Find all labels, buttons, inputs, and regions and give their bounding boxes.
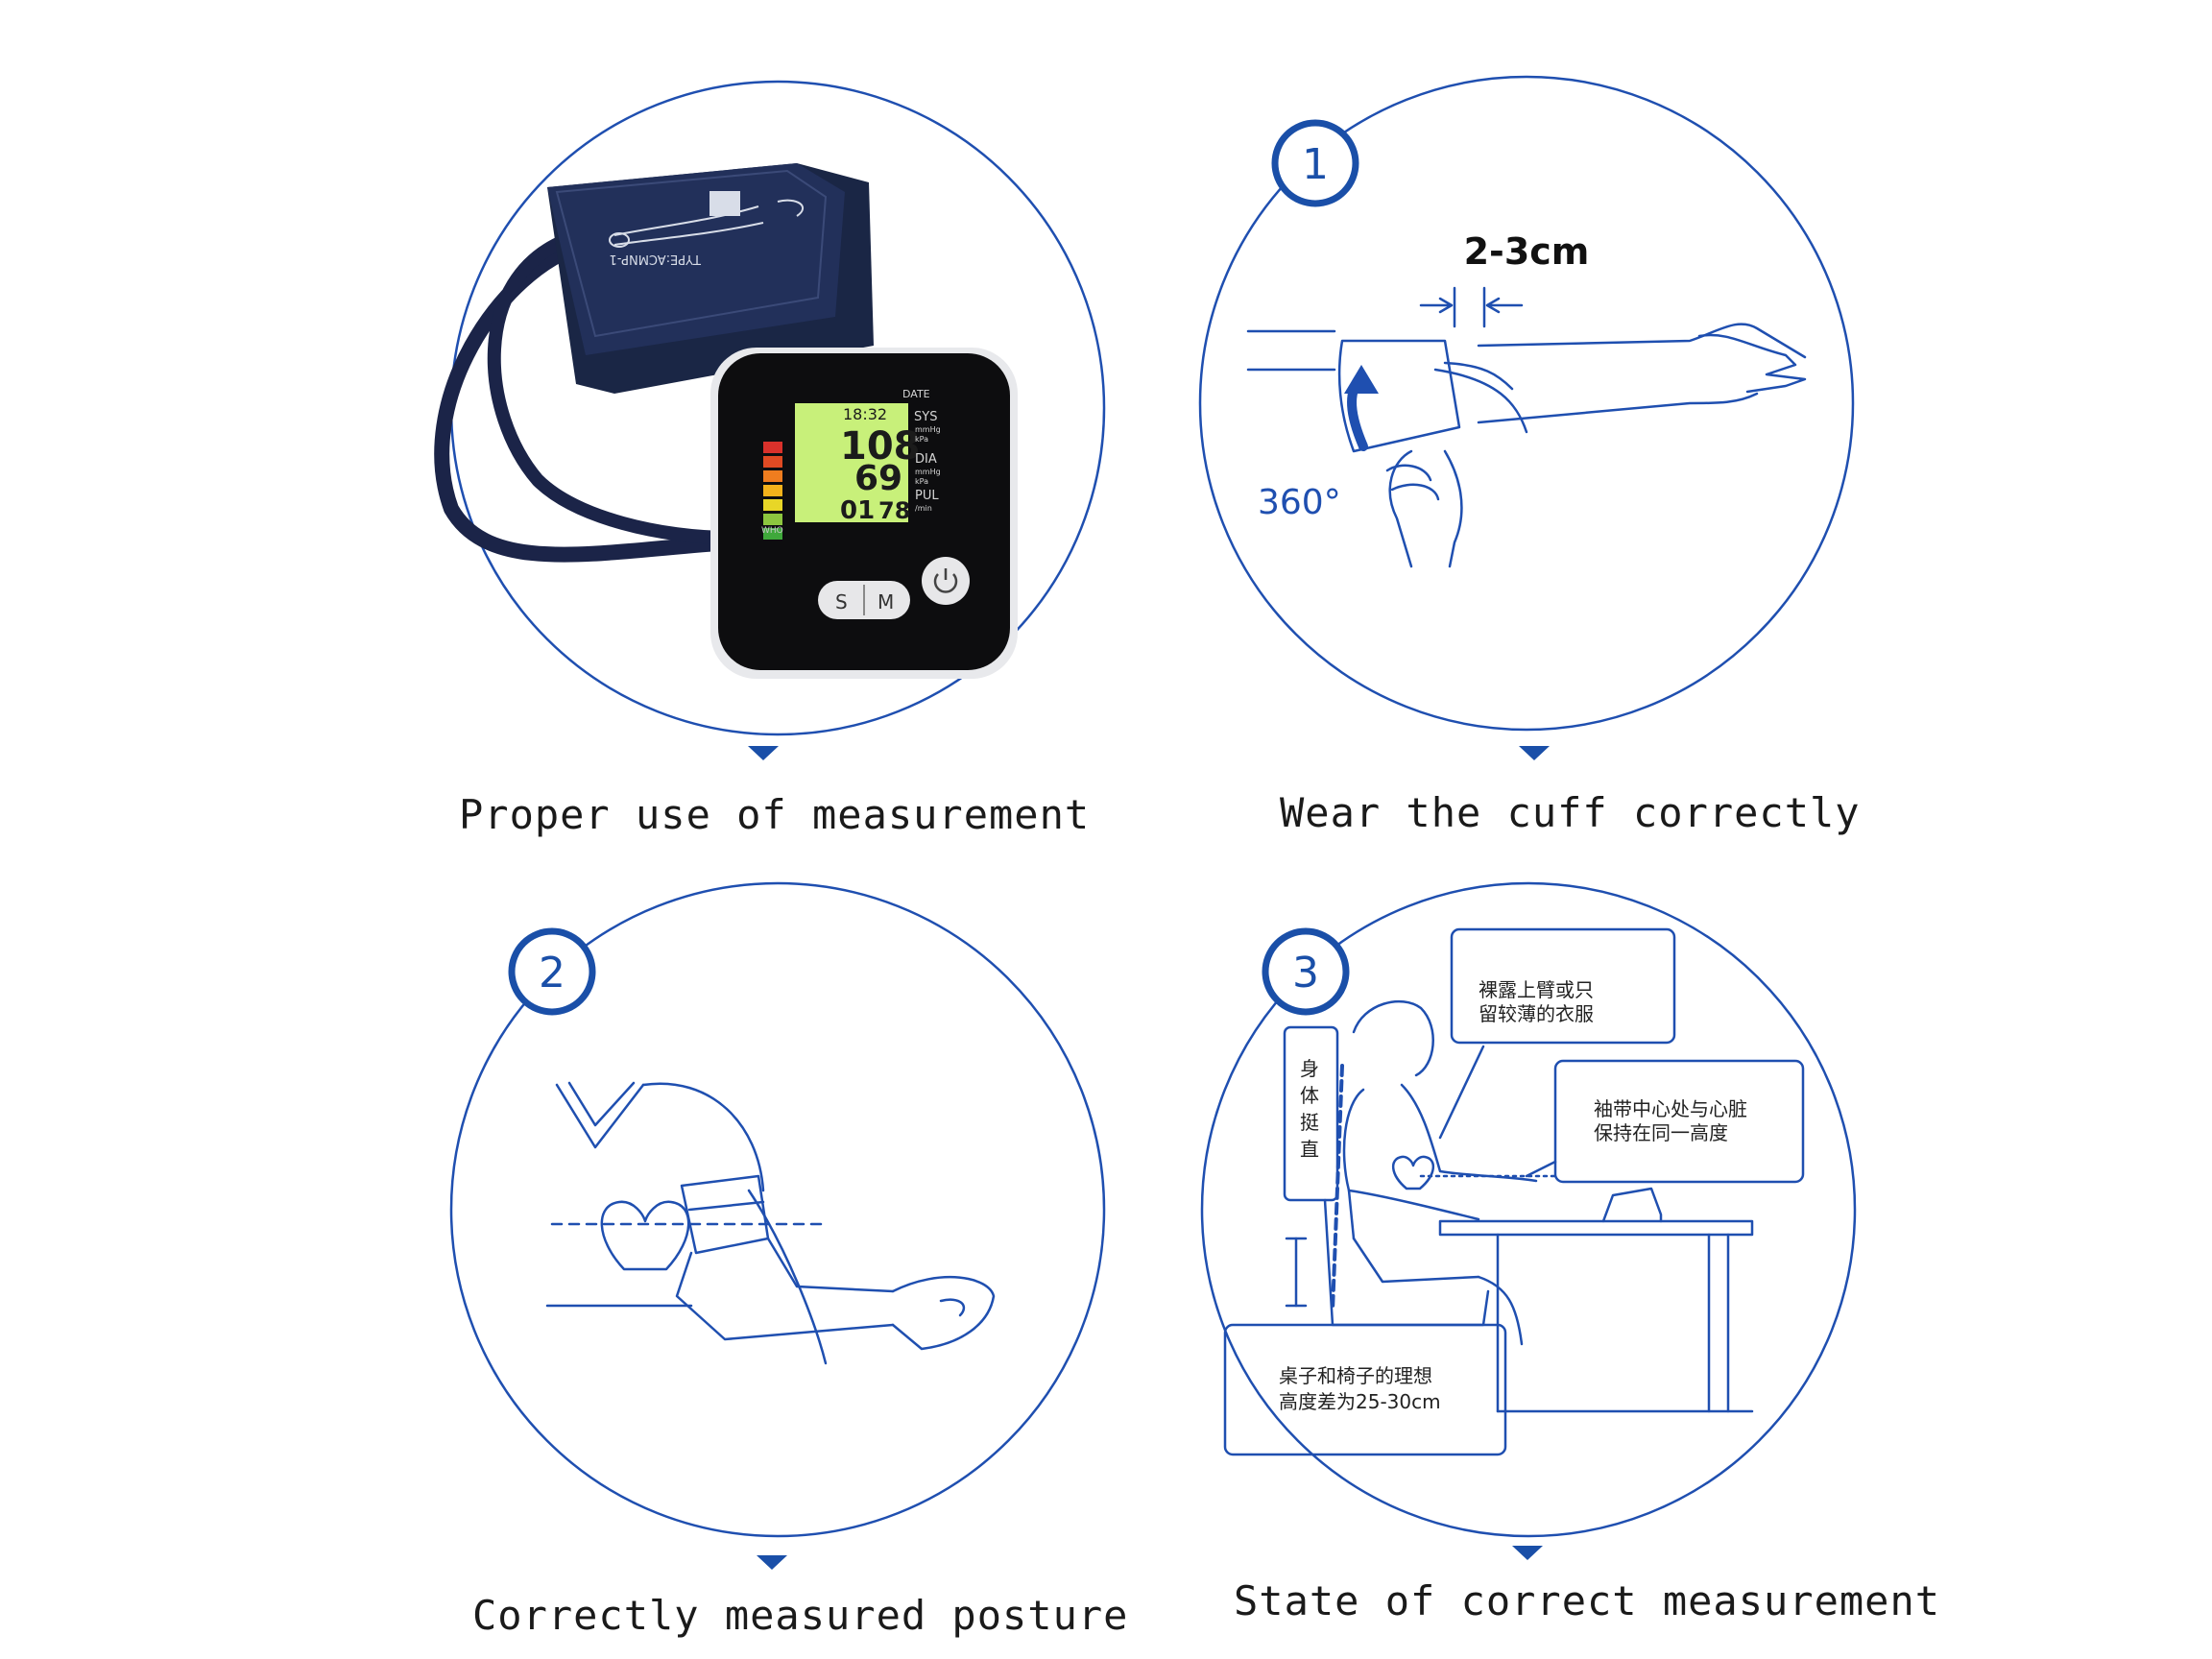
who-label: WHO <box>761 526 783 536</box>
unit-mmhg-dia: mmHg <box>915 468 941 476</box>
lcd-time: 18:32 <box>843 405 887 423</box>
note-body-char-1: 身 <box>1300 1057 1319 1080</box>
pointer-2 <box>1519 746 1550 760</box>
caption-posture: Correctly measured posture <box>472 1592 1129 1639</box>
pointer-4 <box>1512 1546 1543 1560</box>
cuff-type-label: TYPE:ACMNP-1 <box>609 252 702 266</box>
power-button[interactable] <box>922 557 970 605</box>
note-body-char-2: 体 <box>1300 1084 1319 1107</box>
bp-monitor-photo: TYPE:ACMNP-1 WHO 18:32 108 <box>434 163 1018 679</box>
button-s[interactable]: S <box>835 590 848 613</box>
step-number-2: 2 <box>539 949 565 998</box>
note-body-char-3: 挺 <box>1300 1111 1319 1134</box>
state-illustration <box>1223 927 1805 1456</box>
unit-mmhg-sys: mmHg <box>915 425 941 434</box>
note-clothing-line-1: 裸露上臂或只 <box>1479 978 1594 1001</box>
note-table-line-2: 高度差为25-30cm <box>1279 1390 1441 1413</box>
caption-state: State of correct measurement <box>1234 1577 1941 1624</box>
step-number-3: 3 <box>1292 949 1319 998</box>
lcd-memory: 01 <box>840 496 875 525</box>
label-sys: SYS <box>914 410 937 424</box>
pointer-1 <box>748 746 779 760</box>
rotation-label: 360° <box>1258 483 1341 522</box>
step-badge-1: 1 <box>1271 119 1359 207</box>
circle-wear-cuff <box>1198 75 1855 732</box>
pointer-3 <box>757 1555 787 1570</box>
unit-kpa-dia: kPa <box>915 477 928 486</box>
cuff: TYPE:ACMNP-1 <box>547 163 874 394</box>
label-dia: DIA <box>915 452 937 467</box>
state-notes: 裸露上臂或只 留较薄的衣服 袖带中心处与心脏 保持在同一高度 身 体 挺 直 桌… <box>1279 978 1747 1413</box>
who-indicator: WHO <box>761 442 783 540</box>
caption-wear-cuff: Wear the cuff correctly <box>1280 789 1861 836</box>
unit-min: /min <box>915 504 932 513</box>
note-heart-line-2: 保持在同一高度 <box>1594 1121 1728 1144</box>
posture-illustration <box>545 1081 996 1365</box>
monitor-body: WHO 18:32 108 69 01 78 DATE SYS mmHg kPa… <box>710 348 1018 679</box>
note-clothing-line-2: 留较薄的衣服 <box>1479 1002 1594 1025</box>
lcd-screen: 18:32 108 69 01 78 <box>795 403 921 525</box>
note-heart-line-1: 袖带中心处与心脏 <box>1594 1097 1747 1120</box>
gap-label: 2-3cm <box>1464 230 1590 273</box>
unit-kpa-sys: kPa <box>915 435 928 444</box>
label-pul: PUL <box>915 489 939 503</box>
step-badge-3: 3 <box>1262 927 1350 1016</box>
label-date: DATE <box>902 388 930 400</box>
lcd-pul: 78 <box>878 497 910 524</box>
panel-circles <box>449 75 1857 1538</box>
wear-cuff-illustration: 2-3cm 360° <box>1246 230 1807 568</box>
button-group: S M <box>818 557 970 619</box>
button-m[interactable]: M <box>878 590 894 613</box>
circle-state <box>1200 881 1857 1538</box>
circle-posture <box>449 881 1106 1538</box>
note-body-char-4: 直 <box>1300 1138 1319 1161</box>
lcd-dia: 69 <box>854 459 902 498</box>
note-table-line-1: 桌子和椅子的理想 <box>1279 1364 1432 1387</box>
step-number-1: 1 <box>1302 140 1329 189</box>
step-badge-2: 2 <box>508 927 596 1016</box>
power-icon <box>933 573 958 593</box>
caption-proper-use: Proper use of measurement <box>459 791 1091 838</box>
pointer-triangles <box>748 746 1550 1570</box>
lcd-sys: 108 <box>840 424 921 469</box>
